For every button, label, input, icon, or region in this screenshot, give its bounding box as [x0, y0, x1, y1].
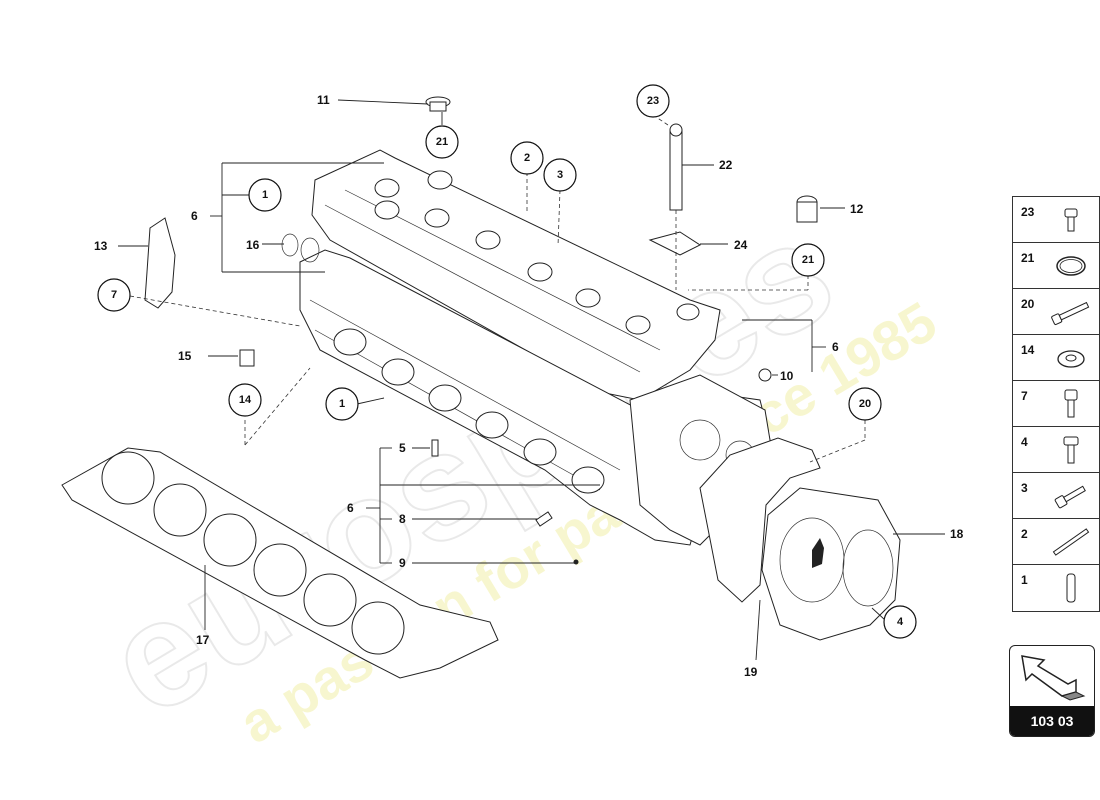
callout-21-right: 21 [791, 243, 825, 277]
callout-1-top: 1 [248, 178, 282, 212]
legend-num: 23 [1021, 205, 1035, 219]
callout-23: 23 [636, 84, 670, 118]
label-15: 15 [178, 349, 192, 363]
svg-text:4: 4 [897, 616, 904, 628]
dashed-guides [129, 114, 866, 463]
part-24-bracket [648, 231, 702, 256]
svg-text:21: 21 [802, 254, 814, 266]
legend-num: 14 [1021, 343, 1035, 357]
bolt-icon [1064, 208, 1078, 232]
callout-3: 3 [543, 158, 577, 192]
legend-row-1: 1 [1013, 565, 1099, 611]
svg-text:1: 1 [262, 189, 268, 201]
cam-cover [311, 149, 721, 401]
reference-box: 103 03 [1009, 645, 1095, 737]
svg-text:7: 7 [111, 289, 117, 301]
callout-20: 20 [848, 387, 882, 421]
part-15-plug [239, 349, 255, 367]
label-6-right: 6 [832, 340, 839, 354]
pin-icon [1066, 573, 1076, 603]
label-12: 12 [850, 202, 864, 216]
svg-text:1: 1 [339, 398, 345, 410]
legend-row-14: 14 [1013, 335, 1099, 381]
svg-text:2: 2 [524, 152, 530, 164]
callout-4: 4 [883, 605, 917, 639]
label-17: 17 [196, 633, 210, 647]
long-bolt-icon [1051, 301, 1090, 325]
part-5-pin [431, 439, 439, 457]
part-labels: 11 22 12 24 13 6 16 15 6 10 5 6 8 9 18 1… [94, 93, 964, 679]
svg-text:20: 20 [859, 398, 871, 410]
part-9-pin [573, 559, 579, 565]
part-13-bracket [144, 217, 176, 309]
label-5: 5 [399, 441, 406, 455]
part-22-sensor [669, 129, 683, 211]
svg-text:3: 3 [557, 169, 563, 181]
part-10-plug [758, 368, 772, 382]
fastener-legend: 23 21 20 14 7 4 3 2 1 [1012, 196, 1100, 612]
callout-2: 2 [510, 141, 544, 175]
label-9: 9 [399, 556, 406, 570]
legend-num: 4 [1021, 435, 1028, 449]
legend-num: 7 [1021, 389, 1028, 403]
bolt-icon [1054, 485, 1086, 509]
washer-icon [1057, 350, 1085, 368]
label-16: 16 [246, 238, 260, 252]
part-8-bolt [535, 511, 553, 527]
cover-gasket [699, 437, 821, 603]
label-11: 11 [317, 93, 330, 107]
legend-row-4: 4 [1013, 427, 1099, 473]
callout-21-top: 21 [425, 125, 459, 159]
part-16-ring [281, 233, 299, 257]
legend-num: 2 [1021, 527, 1028, 541]
callout-7: 7 [97, 278, 131, 312]
legend-row-23: 23 [1013, 197, 1099, 243]
small-parts [144, 96, 818, 565]
head-gasket [61, 447, 499, 679]
legend-row-20: 20 [1013, 289, 1099, 335]
svg-text:14: 14 [239, 394, 252, 406]
ring-icon [1056, 256, 1086, 276]
label-8: 8 [399, 512, 406, 526]
socket-bolt-icon [1064, 389, 1078, 418]
legend-num: 20 [1021, 297, 1035, 311]
short-bolt-icon [1063, 436, 1079, 464]
legend-num: 3 [1021, 481, 1028, 495]
legend-num: 1 [1021, 573, 1028, 587]
reference-code: 103 03 [1010, 706, 1094, 736]
stud-icon [1052, 528, 1090, 556]
label-19: 19 [744, 665, 758, 679]
port-openings [333, 328, 605, 494]
legend-row-2: 2 [1013, 519, 1099, 565]
callout-1-mid: 1 [325, 387, 359, 421]
label-13: 13 [94, 239, 108, 253]
svg-text:21: 21 [436, 136, 448, 148]
timing-cover [761, 487, 901, 641]
legend-row-7: 7 [1013, 381, 1099, 427]
label-6-mid: 6 [347, 501, 354, 515]
callout-14: 14 [228, 383, 262, 417]
arrow-icon [1021, 655, 1086, 701]
legend-num: 21 [1021, 251, 1035, 265]
leader-lines [118, 99, 945, 661]
legend-row-21: 21 [1013, 243, 1099, 289]
cam-cover-bosses [374, 170, 700, 335]
bull-emblem [812, 538, 824, 568]
legend-row-3: 3 [1013, 473, 1099, 519]
label-18: 18 [950, 527, 964, 541]
label-6-top: 6 [191, 209, 198, 223]
label-10: 10 [780, 369, 794, 383]
label-24: 24 [734, 238, 748, 252]
svg-text:23: 23 [647, 95, 659, 107]
label-22: 22 [719, 158, 733, 172]
